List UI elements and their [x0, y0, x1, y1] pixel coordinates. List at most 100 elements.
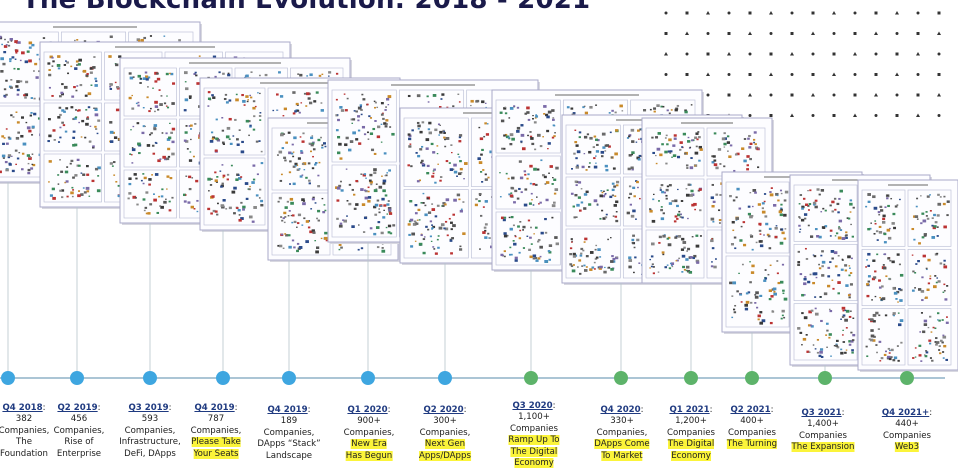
milestone-line: 382: [15, 414, 33, 425]
timeline-dot: [745, 371, 759, 385]
milestone-line: Infrastructure,: [119, 437, 181, 448]
milestone-period: Q4 2019:: [267, 405, 311, 415]
timeline-dot: [282, 371, 296, 385]
milestone-period: Q3 2020:: [512, 401, 556, 411]
milestone-line: Ramp Up To: [508, 435, 560, 446]
milestone-period: Q2 2020:: [423, 405, 467, 415]
timeline-dot: [1, 371, 15, 385]
milestone-period-label: Q1 2020: [347, 405, 388, 415]
timeline-dot: [818, 371, 832, 385]
milestone-line: New Era: [351, 439, 387, 450]
timeline-dot: [614, 371, 628, 385]
milestone-line: Apps/DApps: [419, 450, 471, 461]
milestone-line: The Expansion: [791, 442, 855, 453]
milestone-line: The Turning: [726, 439, 778, 450]
milestone-line: Companies,: [0, 425, 50, 436]
milestone-line: 1,100+: [518, 412, 550, 423]
milestone-line: The: [16, 437, 32, 448]
milestone-period-label: Q3 2020: [512, 401, 553, 411]
milestone-line: Companies,: [53, 425, 105, 436]
milestone-period: Q4 2021+:: [881, 408, 933, 418]
milestone-line: Companies,: [419, 427, 471, 438]
milestone-line: Companies,: [263, 427, 315, 438]
timeline-dot: [900, 371, 914, 385]
milestone-line: Foundation: [0, 448, 48, 459]
milestone-period: Q1 2021:: [669, 405, 713, 415]
milestone-line: Web3: [894, 442, 920, 453]
milestone-line: 593: [141, 414, 159, 425]
milestone-line: 1,400+: [807, 419, 839, 430]
milestone-period-label: Q4 2019: [194, 403, 235, 413]
milestone-line: 189: [280, 416, 298, 427]
milestone-line: Economy: [514, 458, 554, 469]
milestone-period-label: Q4 2019: [267, 405, 308, 415]
milestone-period-label: Q4 2018: [2, 403, 43, 413]
milestone-line: DeFi, DApps: [124, 448, 176, 459]
timeline-dot: [70, 371, 84, 385]
milestone-period: Q3 2021:: [801, 408, 845, 418]
milestone-line: DApps Come: [594, 439, 650, 450]
milestone-line: 330+: [610, 416, 634, 427]
milestone-period-label: Q4 2020: [600, 405, 641, 415]
page-title: The Blockchain Evolution: 2018 - 2021: [22, 0, 591, 15]
milestone-line: Economy: [671, 450, 711, 461]
milestone-line: Companies,: [343, 427, 395, 438]
milestone-line: Next Gen: [424, 439, 466, 450]
timeline-dot: [524, 371, 538, 385]
milestone-line: Companies: [667, 427, 715, 438]
milestone-period-label: Q2 2019: [57, 403, 98, 413]
milestone-line: Has Begun: [345, 450, 393, 461]
timeline-dot: [684, 371, 698, 385]
milestone-line: Companies,: [124, 425, 176, 436]
timeline-dot: [216, 371, 230, 385]
milestone-line: Companies: [510, 423, 558, 434]
milestone-line: Companies,: [596, 427, 648, 438]
milestone-period-label: Q2 2020: [423, 405, 464, 415]
milestone-line: Companies: [799, 430, 847, 441]
milestone-line: 1,200+: [675, 416, 707, 427]
milestone-line: 400+: [740, 416, 764, 427]
milestone-line: 787: [207, 414, 225, 425]
timeline-dot: [361, 371, 375, 385]
milestone-period-label: Q3 2021: [801, 408, 842, 418]
milestone-line: Enterprise: [56, 448, 102, 459]
milestone-line: Landscape: [265, 450, 313, 461]
milestone-line: DApps “Stack”: [257, 439, 321, 450]
milestone-period: Q2 2021:: [730, 405, 774, 415]
milestone-period-label: Q3 2019: [128, 403, 169, 413]
milestone-line: 456: [70, 414, 88, 425]
milestone-period-label: Q2 2021: [730, 405, 771, 415]
milestone-period: Q2 2019:: [57, 403, 101, 413]
milestone-line: Please Take: [191, 437, 241, 448]
timeline-dot: [143, 371, 157, 385]
milestone-period-label: Q1 2021: [669, 405, 710, 415]
milestone-line: Rise of: [64, 437, 94, 448]
milestone-line: Companies: [728, 427, 776, 438]
milestone-line: 300+: [433, 416, 457, 427]
milestone-period: Q3 2019:: [128, 403, 172, 413]
milestone-line: The Digital: [510, 446, 558, 457]
milestone-line: The Digital: [667, 439, 715, 450]
milestone-period: Q4 2018:: [2, 403, 46, 413]
milestone-period: Q1 2020:: [347, 405, 391, 415]
milestone-line: Your Seats: [193, 448, 239, 459]
milestone-line: 900+: [357, 416, 381, 427]
milestone-line: 440+: [895, 419, 919, 430]
timeline-dot: [438, 371, 452, 385]
landscape-map-thumbnail: [857, 179, 958, 372]
milestone-line: To Market: [601, 450, 643, 461]
